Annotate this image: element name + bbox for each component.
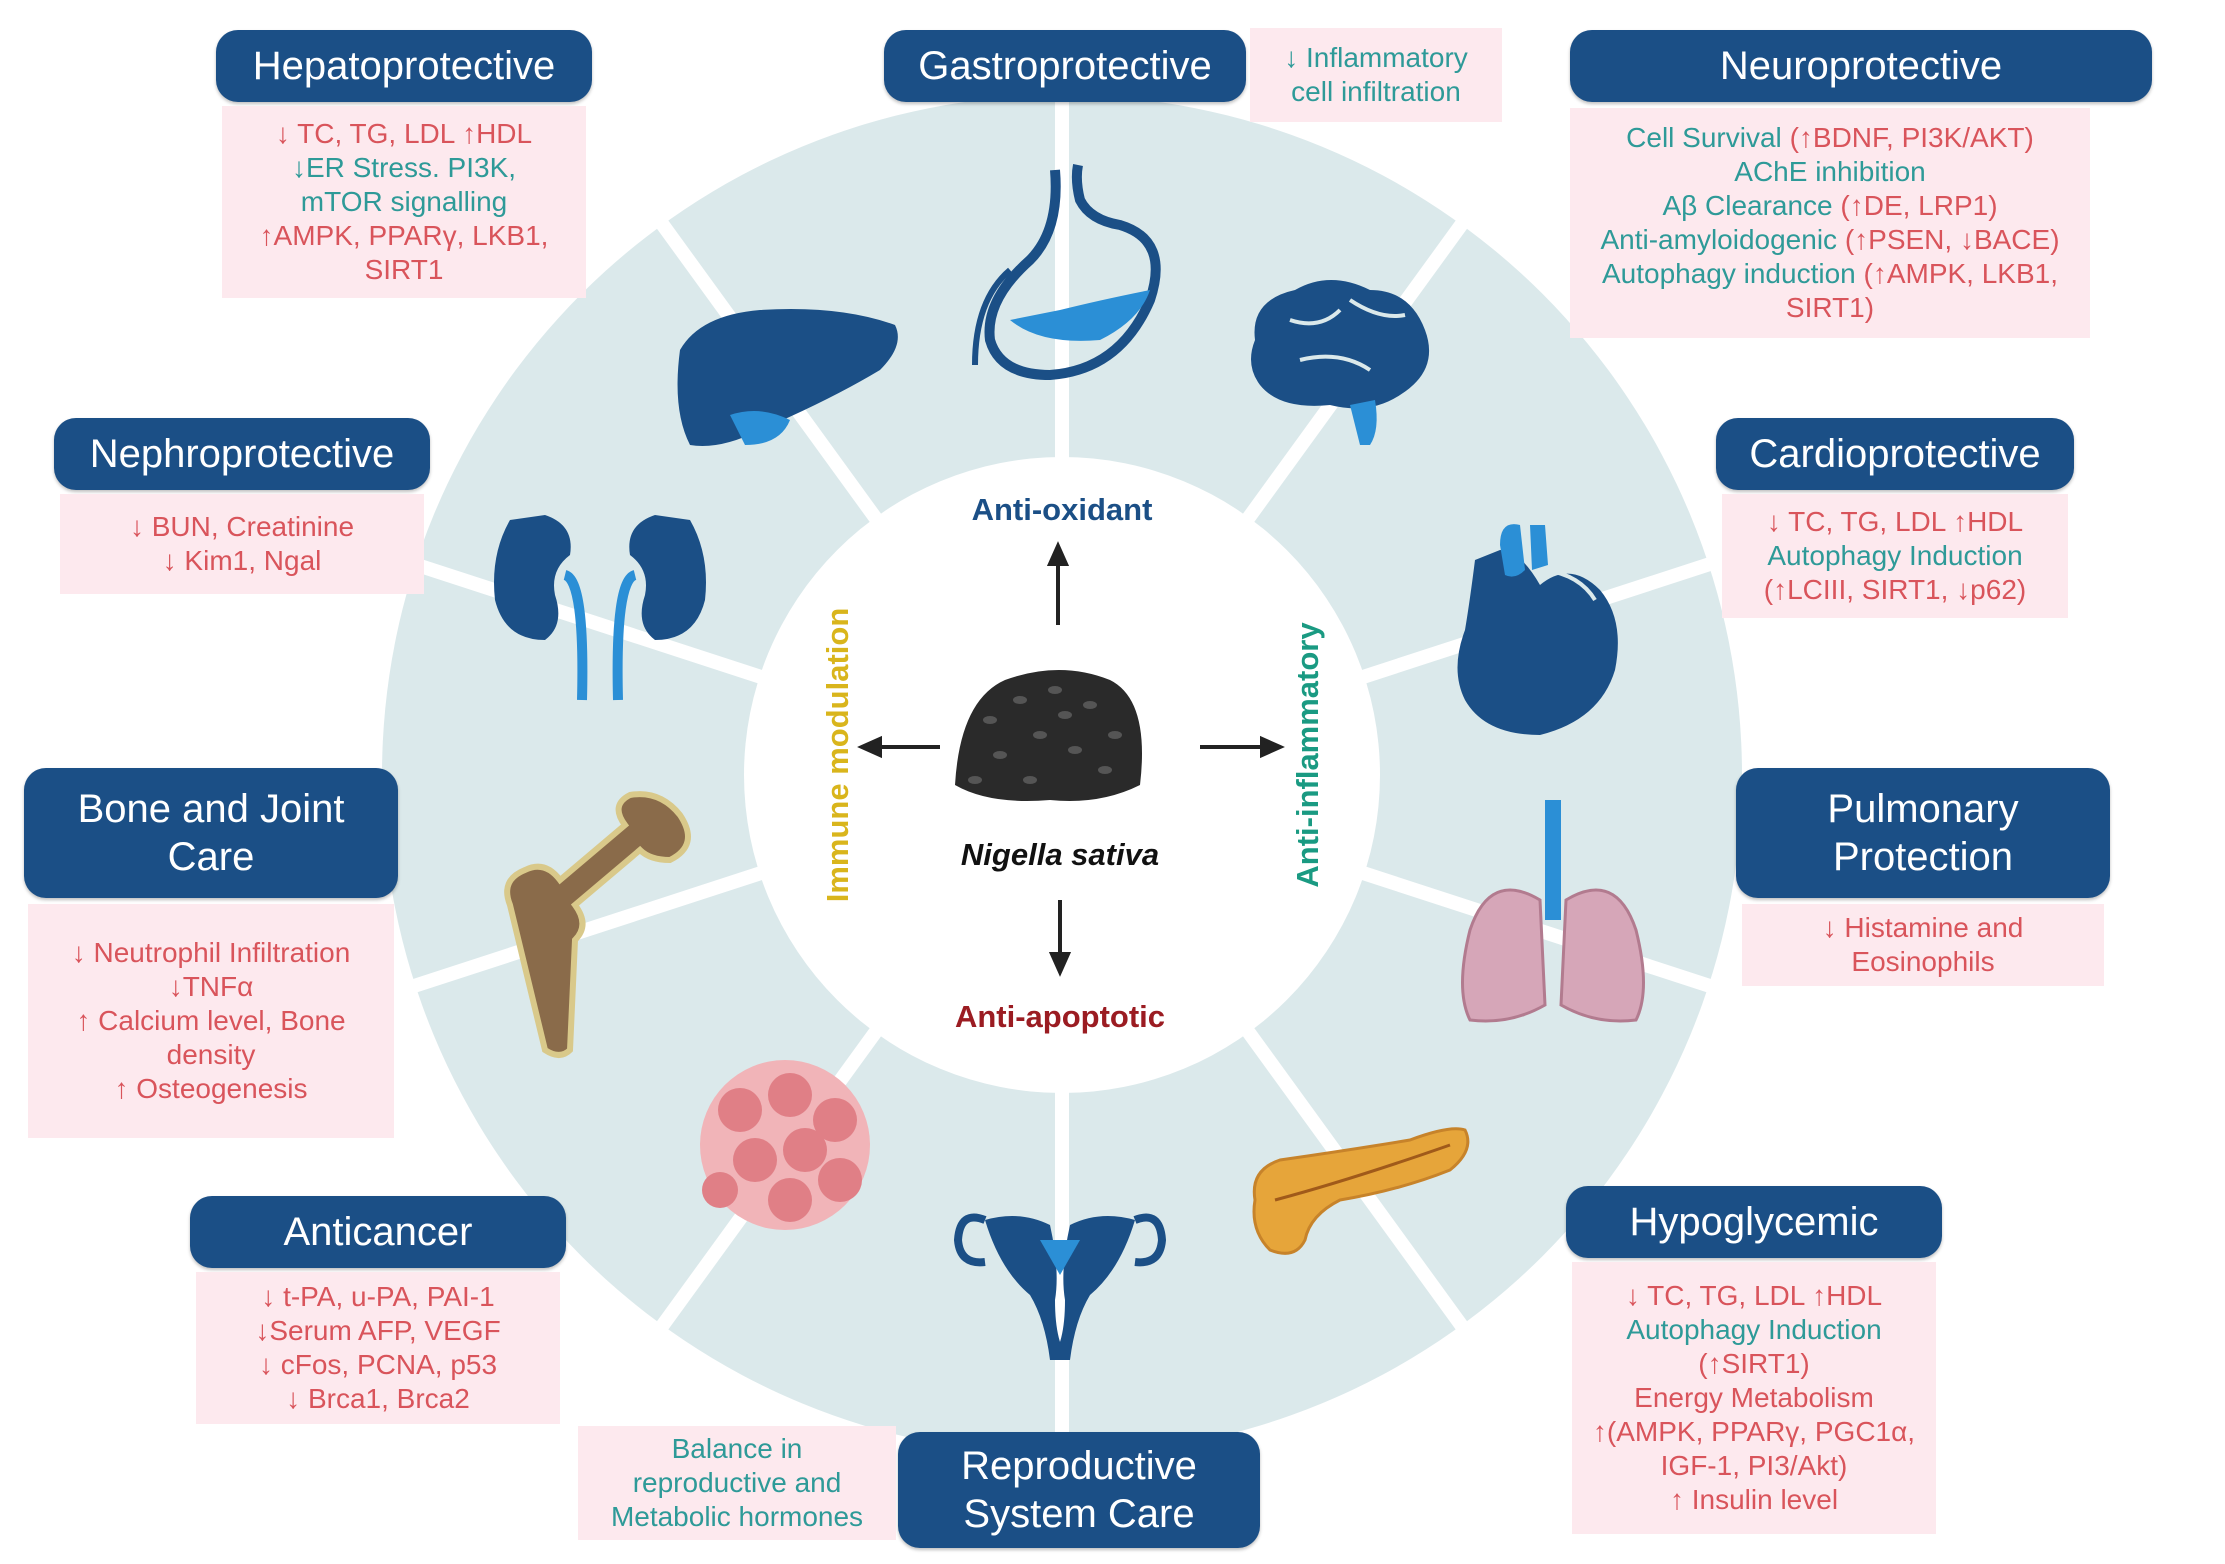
- neuro-note-part: Autophagy induction: [1601, 258, 1864, 289]
- neuro-note-line: AChE inhibition: [1734, 156, 1926, 187]
- gastroprotective-title: Gastroprotective: [918, 44, 1212, 88]
- species-label: Nigella sativa: [961, 837, 1159, 872]
- cancer-cells-icon: [700, 1060, 870, 1230]
- hepatoprotective-title: Hepatoprotective: [252, 44, 556, 88]
- neuro-note-part: (↑DE, LRP1): [1840, 190, 1998, 221]
- nephro-note-line: ↓ Kim1, Ngal: [162, 545, 322, 576]
- hypoglycemic-header: Hypoglycemic: [1566, 1186, 1942, 1258]
- hepato-note-line: ↑AMPK, PPARγ, LKB1,: [259, 220, 549, 251]
- repro-note-line: Metabolic hormones: [610, 1501, 864, 1532]
- brain-icon: [1251, 280, 1430, 445]
- reproductive-title-line1: Reproductive: [961, 1444, 1197, 1488]
- bone-note-line: ↓ Neutrophil Infiltration: [71, 937, 351, 968]
- pulmonary-title-line2: Protection: [1832, 835, 2014, 879]
- neuro-note-part: (↑AMPK, LKB1,: [1863, 258, 2059, 289]
- hypo-note-line: ↑(AMPK, PPARγ, PGC1α,: [1592, 1416, 1916, 1447]
- bone-joint-header: Bone and Joint Care: [24, 768, 398, 898]
- anti-apoptotic-label: Anti-apoptotic: [955, 999, 1165, 1034]
- pulmonary-title-line1: Pulmonary: [1827, 787, 2019, 831]
- anti-oxidant-label: Anti-oxidant: [972, 492, 1153, 527]
- neuro-note-line: Anti-amyloidogenic (↑PSEN, ↓BACE): [1600, 223, 2059, 257]
- cardio-note-line: ↓ TC, TG, LDL ↑HDL: [1766, 506, 2024, 537]
- cardioprotective-header: Cardioprotective: [1716, 418, 2074, 490]
- bone-note-line: density: [166, 1039, 256, 1070]
- neuro-note-line: Aβ Clearance (↑DE, LRP1): [1662, 189, 1997, 223]
- repro-note-line: reproductive and: [632, 1467, 842, 1498]
- anti-inflammatory-label: Anti-inflammatory: [1290, 622, 1325, 888]
- hepato-note-line: ↓ TC, TG, LDL ↑HDL: [275, 118, 533, 149]
- hypo-note-line: ↓ TC, TG, LDL ↑HDL: [1625, 1280, 1883, 1311]
- neuroprotective-header: Neuroprotective: [1570, 30, 2152, 102]
- nephroprotective-title: Nephroprotective: [89, 432, 395, 476]
- bone-icon: [504, 791, 691, 1058]
- gastroprotective-header: Gastroprotective: [884, 30, 1246, 102]
- anticancer-note-line: ↓ Brca1, Brca2: [286, 1383, 470, 1414]
- cardio-note-line: Autophagy Induction: [1767, 540, 2023, 571]
- bone-joint-notes: ↓ Neutrophil Infiltration↓TNFα↑ Calcium …: [28, 904, 394, 1138]
- anticancer-note-line: ↓Serum AFP, VEGF: [255, 1315, 501, 1346]
- reproductive-header: Reproductive System Care: [898, 1432, 1260, 1548]
- repro-note-line: Balance in: [671, 1433, 803, 1464]
- cardioprotective-title: Cardioprotective: [1749, 432, 2041, 476]
- stomach-icon: [972, 164, 1161, 381]
- hepato-note-line: ↓ER Stress. PI3K,: [291, 152, 517, 183]
- neuro-note-line: SIRT1): [1785, 292, 1875, 323]
- neuro-note-part: Cell Survival: [1626, 122, 1790, 153]
- reproductive-title-line2: System Care: [963, 1492, 1195, 1536]
- hypo-note-line: ↑ Insulin level: [1669, 1484, 1839, 1515]
- pancreas-icon: [1252, 1127, 1470, 1255]
- pulmonary-note-line: ↓ Histamine and: [1822, 912, 2024, 943]
- anticancer-header: Anticancer: [190, 1196, 566, 1268]
- lungs-icon: [1461, 800, 1645, 1023]
- neuro-note-part: (↑PSEN, ↓BACE): [1844, 224, 2060, 255]
- liver-icon: [677, 309, 898, 446]
- neuro-note-part: (↑BDNF, PI3K/AKT): [1789, 122, 2034, 153]
- anticancer-title: Anticancer: [283, 1210, 473, 1254]
- hypoglycemic-title: Hypoglycemic: [1629, 1200, 1879, 1244]
- nephro-note-line: ↓ BUN, Creatinine: [129, 511, 355, 542]
- hypo-note-line: Autophagy Induction: [1626, 1314, 1882, 1345]
- pulmonary-note-line: Eosinophils: [1851, 946, 1995, 977]
- bone-joint-title-line1: Bone and Joint: [77, 787, 345, 831]
- hypo-note-line: (↑SIRT1): [1698, 1348, 1810, 1379]
- neuroprotective-notes: Cell Survival (↑BDNF, PI3K/AKT)AChE inhi…: [1570, 108, 2090, 338]
- uterus-icon: [953, 1213, 1167, 1360]
- bone-joint-title-line2: Care: [167, 835, 255, 879]
- neuro-note-part: Aβ Clearance: [1662, 190, 1841, 221]
- bone-note-line: ↑ Calcium level, Bone: [76, 1005, 346, 1036]
- bone-note-line: ↑ Osteogenesis: [114, 1073, 308, 1104]
- anticancer-note-line: ↓ t-PA, u-PA, PAI-1: [261, 1281, 495, 1312]
- hypo-note-line: Energy Metabolism: [1634, 1382, 1874, 1413]
- hypo-note-line: IGF-1, PI3/Akt): [1660, 1450, 1848, 1481]
- hepato-note-line: SIRT1: [364, 254, 444, 285]
- hepatoprotective-notes: ↓ TC, TG, LDL ↑HDL↓ER Stress. PI3K,mTOR …: [222, 106, 586, 298]
- neuro-note-line: Autophagy induction (↑AMPK, LKB1,: [1602, 257, 2058, 291]
- cardio-note-line: (↑LCIII, SIRT1, ↓p62): [1763, 574, 2027, 605]
- center-arrows: [857, 541, 1285, 977]
- immune-modulation-label: Immune modulation: [820, 608, 855, 903]
- neuro-note-part: Anti-amyloidogenic: [1600, 224, 1845, 255]
- nephroprotective-notes: ↓ BUN, Creatinine↓ Kim1, Ngal: [60, 494, 424, 594]
- kidney-icon: [494, 515, 706, 701]
- seed-pile-icon: [955, 670, 1142, 801]
- pulmonary-header: Pulmonary Protection: [1736, 768, 2110, 898]
- anticancer-notes: ↓ t-PA, u-PA, PAI-1↓Serum AFP, VEGF↓ cFo…: [196, 1272, 560, 1424]
- neuroprotective-title: Neuroprotective: [1719, 44, 2003, 88]
- anticancer-note-line: ↓ cFos, PCNA, p53: [258, 1349, 498, 1380]
- nephroprotective-header: Nephroprotective: [54, 418, 430, 490]
- hepato-note-line: mTOR signalling: [300, 186, 508, 217]
- hepatoprotective-header: Hepatoprotective: [216, 30, 592, 102]
- gastro-note-line: ↓ Inflammatory: [1284, 42, 1468, 73]
- gastro-note-line: cell infiltration: [1291, 76, 1461, 107]
- bone-note-line: ↓TNFα: [168, 971, 254, 1002]
- neuro-note-line: Cell Survival (↑BDNF, PI3K/AKT): [1626, 121, 2034, 155]
- heart-icon: [1457, 524, 1618, 735]
